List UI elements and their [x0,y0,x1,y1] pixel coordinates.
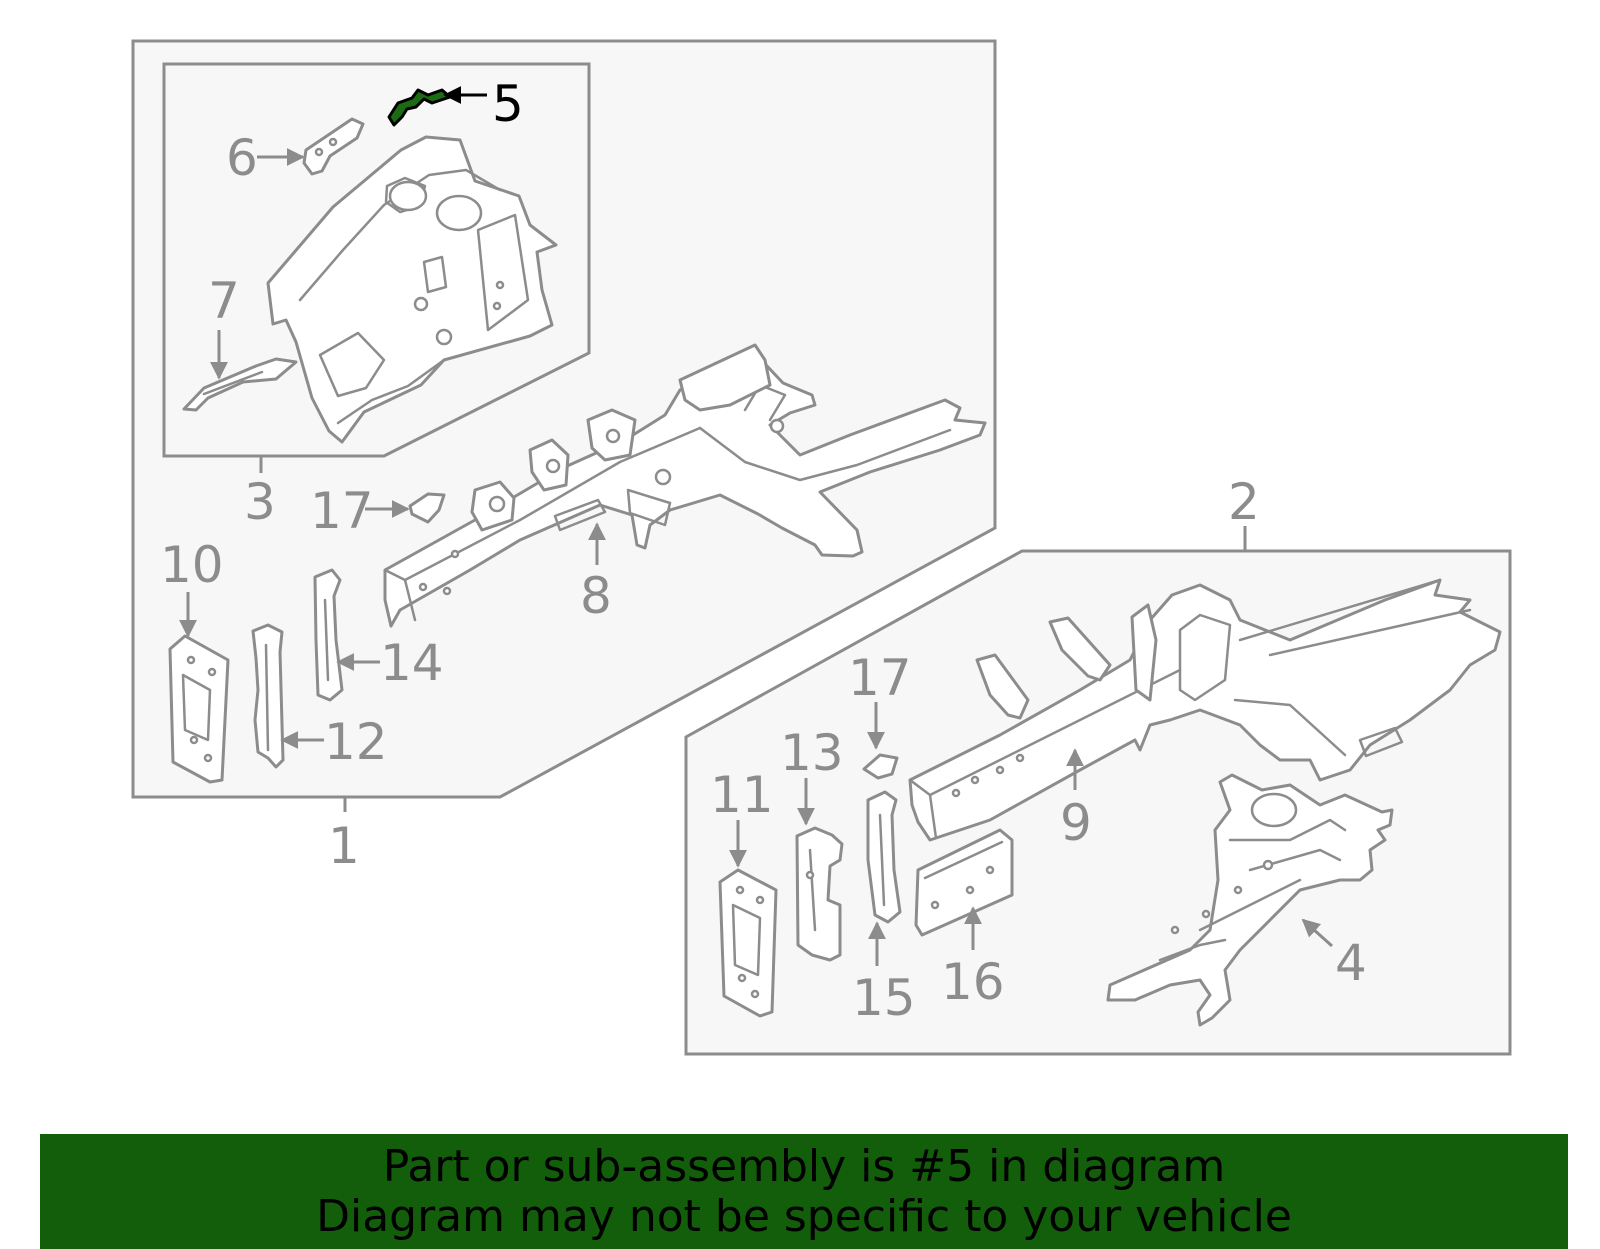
part-7-reinforcement[interactable] [182,357,298,412]
arrow-4 [1301,918,1334,948]
callout-12: 12 [324,713,388,771]
callout-4: 4 [1335,934,1367,992]
banner-line-1: Part or sub-assembly is #5 in diagram [382,1141,1226,1192]
callout-11: 11 [710,766,774,824]
callout-7: 7 [208,272,240,330]
banner-line-2: Diagram may not be specific to your vehi… [316,1191,1292,1242]
part-16-panel[interactable] [914,828,1014,937]
part-11-plate[interactable] [718,868,778,1018]
callout-8: 8 [580,567,612,625]
part-5-bracket[interactable] [387,88,452,127]
part-17-clip-a[interactable] [408,492,446,524]
part-15-bracket[interactable] [866,790,902,924]
callout-9: 9 [1060,794,1092,852]
callout-2: 2 [1228,473,1260,531]
callout-6: 6 [226,129,258,187]
part-3-inner-apron[interactable] [266,135,558,444]
callout-16: 16 [941,953,1005,1011]
callout-14: 14 [380,634,444,692]
callout-17-a: 17 [310,482,374,540]
part-10-plate[interactable] [168,634,230,784]
callout-10: 10 [160,536,224,594]
part-17-clip-b[interactable] [862,753,899,780]
callout-5: 5 [492,75,524,133]
part-8-side-member[interactable] [383,343,987,628]
callout-15: 15 [852,969,916,1027]
part-13-bracket[interactable] [795,826,844,962]
info-banner: Part or sub-assembly is #5 in diagram Di… [40,1134,1568,1249]
callout-17-b: 17 [848,649,912,707]
part-12-bracket[interactable] [251,623,285,769]
part-9-side-member[interactable] [908,578,1502,842]
callout-13: 13 [780,724,844,782]
part-6-bracket[interactable] [302,117,365,176]
callout-3: 3 [244,473,276,531]
part-4-apron[interactable] [1106,773,1394,1027]
callout-1: 1 [328,817,360,875]
